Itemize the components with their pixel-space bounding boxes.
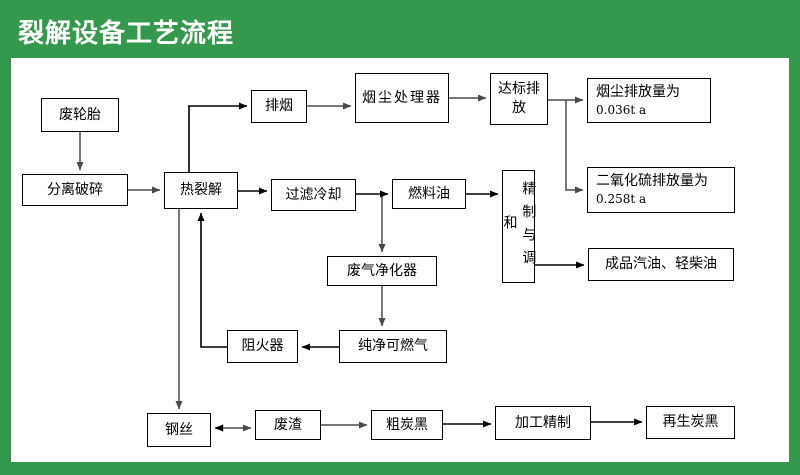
node-label: 燃料油: [408, 185, 450, 202]
node-label: 粗炭黑: [386, 416, 428, 433]
node-label: 热裂解: [180, 182, 222, 199]
node-value: 0.258t a: [596, 192, 647, 207]
node-compliant-emission[interactable]: 达标排放: [490, 73, 548, 125]
node-label: 成品汽油、轻柴油: [605, 256, 717, 273]
node-label: 分离破碎: [47, 181, 103, 198]
node-dust-processor[interactable]: 烟尘处理器: [355, 73, 449, 123]
node-label: 精制与调和: [501, 180, 537, 273]
node-label: 达标排放: [498, 81, 540, 116]
node-finished-products[interactable]: 成品汽油、轻柴油: [588, 248, 734, 281]
node-separate-crush[interactable]: 分离破碎: [22, 174, 128, 206]
node-value: 0.036t a: [596, 102, 647, 117]
node-processing-refine[interactable]: 加工精制: [495, 406, 591, 440]
node-waste-tire[interactable]: 废轮胎: [41, 98, 119, 132]
frame-left-border: [0, 58, 11, 475]
node-label: 废渣: [274, 416, 302, 433]
node-thermal-cracking[interactable]: 热裂解: [164, 172, 238, 209]
node-steel-wire[interactable]: 钢丝: [147, 413, 211, 447]
node-waste-slag[interactable]: 废渣: [255, 410, 321, 440]
node-label: 废气净化器: [347, 262, 417, 279]
node-label: 再生炭黑: [662, 414, 719, 431]
node-smoke-exhaust[interactable]: 排烟: [251, 90, 307, 123]
node-flame-arrester[interactable]: 阻火器: [227, 330, 298, 363]
frame-right-border: [789, 58, 800, 475]
node-label: 纯净可燃气: [358, 338, 428, 355]
header-banner: [0, 0, 800, 58]
frame-bottom-border: [0, 462, 800, 475]
node-label: 二氧化硫排放量为: [596, 173, 708, 190]
node-coarse-carbon[interactable]: 粗炭黑: [371, 410, 443, 440]
node-fuel-oil[interactable]: 燃料油: [392, 179, 466, 209]
node-label: 加工精制: [515, 414, 571, 431]
node-label: 钢丝: [165, 421, 193, 438]
node-label: 排烟: [265, 98, 293, 115]
node-so2-emission[interactable]: 二氧化硫排放量为 0.258t a: [587, 167, 735, 213]
node-label: 废轮胎: [59, 106, 101, 123]
page-title: 裂解设备工艺流程: [18, 19, 235, 49]
node-clean-gas[interactable]: 纯净可燃气: [339, 330, 447, 363]
node-filter-cooling[interactable]: 过滤冷却: [271, 179, 356, 211]
node-recycled-carbon[interactable]: 再生炭黑: [646, 406, 735, 439]
node-label: 烟尘处理器: [362, 89, 442, 106]
node-label: 过滤冷却: [285, 186, 342, 203]
node-label: 阻火器: [241, 338, 284, 355]
node-dust-emission[interactable]: 烟尘排放量为 0.036t a: [587, 78, 711, 123]
node-refine-blend[interactable]: 精制与调和: [501, 170, 537, 283]
node-label: 烟尘排放量为: [596, 83, 680, 100]
node-exhaust-purifier[interactable]: 废气净化器: [327, 256, 437, 286]
